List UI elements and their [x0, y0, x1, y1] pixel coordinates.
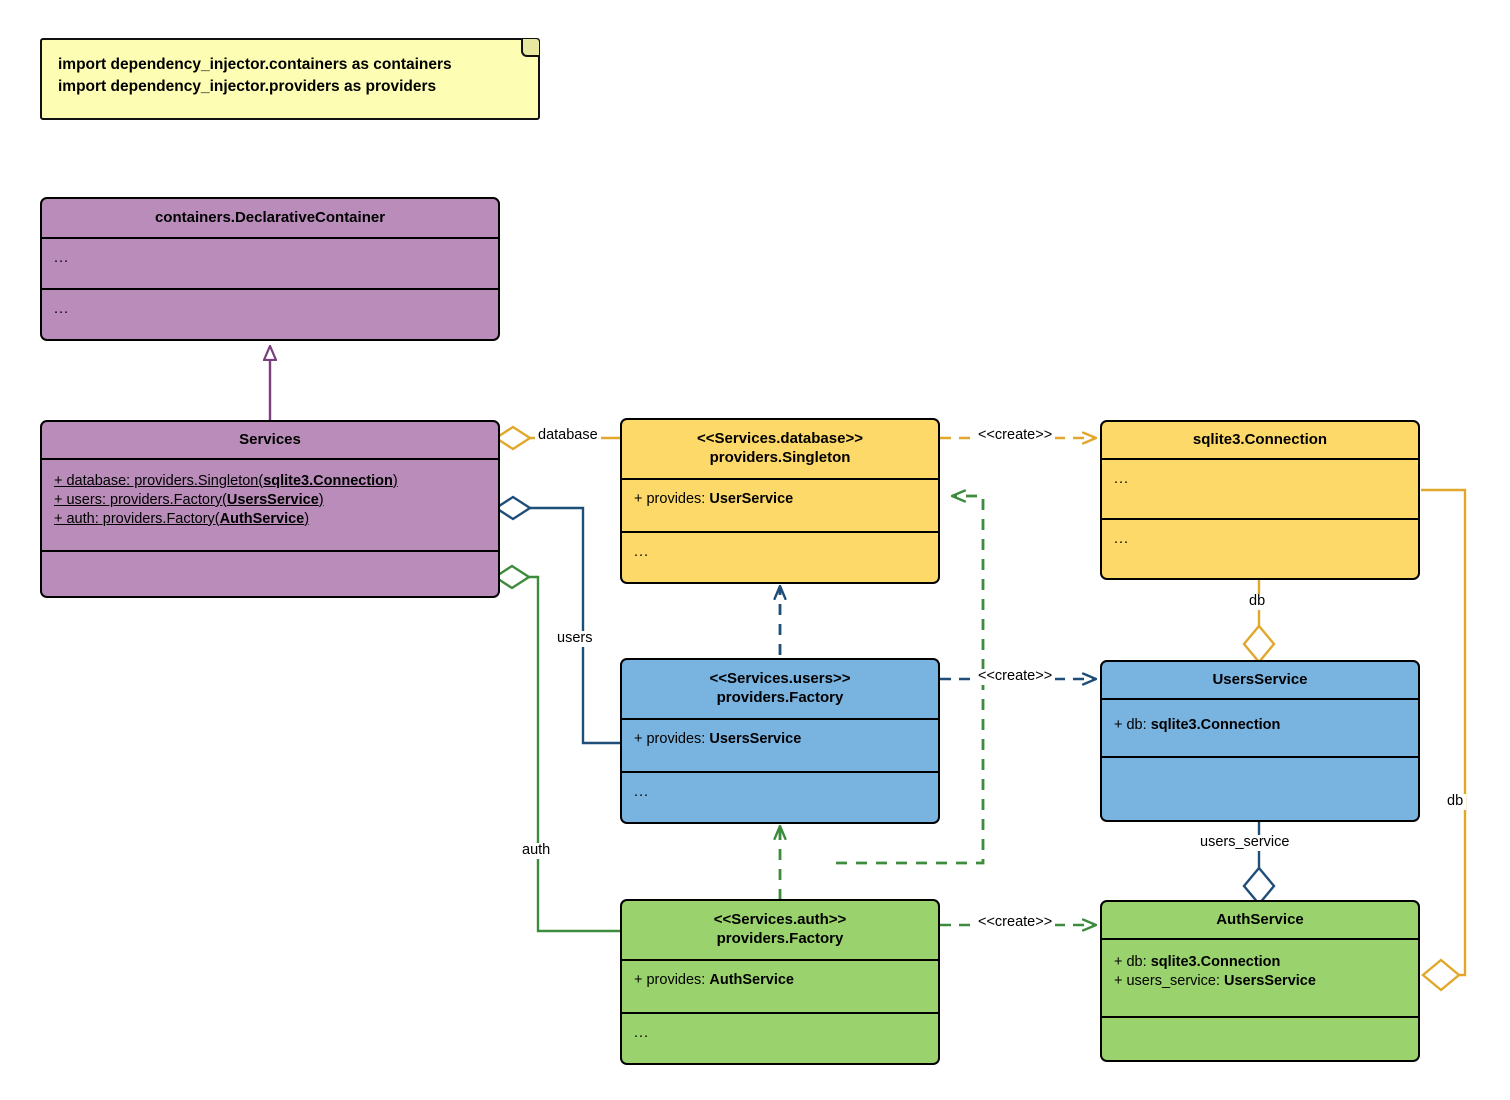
class-attributes-services-users: + provides: UsersService [622, 720, 938, 773]
note-line-2: import dependency_injector.providers as … [58, 78, 437, 96]
class-sqlite3-connection[interactable]: sqlite3.Connection ... ... [1100, 420, 1420, 580]
class-attributes-services-database: + provides: UserService [622, 480, 938, 533]
class-title-services-auth: <<Services.auth>> providers.Factory [622, 901, 938, 961]
class-attributes-users-service: + db: sqlite3.Connection [1102, 700, 1418, 758]
class-attributes-sqlite3-connection: ... [1102, 460, 1418, 520]
attribute-row: + users: providers.Factory(UsersService) [54, 491, 324, 508]
note-fold-icon [521, 39, 539, 57]
class-methods-users-service [1102, 758, 1418, 818]
stereotype-services-database: <<Services.database>> [697, 430, 863, 448]
attribute-row: + users_service: UsersService [1114, 972, 1316, 989]
class-methods-sqlite3-connection: ... [1114, 531, 1130, 547]
class-title-users-service: UsersService [1102, 662, 1418, 700]
class-auth-service[interactable]: AuthService + db: sqlite3.Connection + u… [1100, 900, 1420, 1062]
class-title-declarative-container: containers.DeclarativeContainer [42, 199, 498, 239]
class-methods-services-users: ... [634, 784, 650, 800]
class-declarative-container[interactable]: containers.DeclarativeContainer ... ... [40, 197, 500, 341]
class-methods-declarative-container: ... [54, 301, 70, 317]
attribute-row: + provides: UsersService [634, 731, 802, 747]
class-services-auth[interactable]: <<Services.auth>> providers.Factory + pr… [620, 899, 940, 1065]
edge-label-create-database: <<create>> [975, 427, 1056, 444]
edge-label-create-auth: <<create>> [975, 914, 1056, 931]
attribute-row: + db: sqlite3.Connection [1114, 954, 1281, 970]
class-title-services: Services [42, 422, 498, 460]
class-services-users[interactable]: <<Services.users>> providers.Factory + p… [620, 658, 940, 824]
class-services-database[interactable]: <<Services.database>> providers.Singleto… [620, 418, 940, 584]
class-services[interactable]: Services + database: providers.Singleton… [40, 420, 500, 598]
edge-label-database: database [535, 427, 601, 444]
attribute-row: + provides: AuthService [634, 972, 794, 988]
class-methods-services [42, 552, 498, 595]
import-note: import dependency_injector.containers as… [40, 38, 540, 120]
edge-aggregation-db-auth [1421, 488, 1467, 992]
class-attributes-services-auth: + provides: AuthService [622, 961, 938, 1014]
class-title-services-users: <<Services.users>> providers.Factory [622, 660, 938, 720]
class-attributes-auth-service: + db: sqlite3.Connection + users_service… [1102, 940, 1418, 1018]
class-methods-services-auth: ... [634, 1025, 650, 1041]
edge-label-users-service: users_service [1197, 834, 1293, 851]
attribute-row: + auth: providers.Factory(AuthService) [54, 510, 310, 527]
class-users-service[interactable]: UsersService + db: sqlite3.Connection [1100, 660, 1420, 822]
class-title-auth-service: AuthService [1102, 902, 1418, 940]
class-title-sqlite3-connection: sqlite3.Connection [1102, 422, 1418, 460]
edge-label-auth: auth [519, 842, 554, 859]
edge-aggregation-users [493, 495, 620, 745]
edge-label-users: users [554, 630, 596, 647]
class-title-services-database: <<Services.database>> providers.Singleto… [622, 420, 938, 480]
class-methods-auth-service [1102, 1018, 1418, 1058]
note-line-1: import dependency_injector.containers as… [58, 56, 452, 73]
edge-label-db-auth: db [1444, 793, 1467, 810]
edge-label-create-users: <<create>> [975, 668, 1056, 685]
attribute-row: + database: providers.Singleton(sqlite3.… [54, 473, 398, 489]
stereotype-services-users: <<Services.users>> [709, 670, 851, 688]
class-methods-services-database: ... [634, 544, 650, 560]
class-attributes-declarative-container: ... [42, 239, 498, 290]
attribute-row: + db: sqlite3.Connection [1114, 717, 1281, 733]
stereotype-services-auth: <<Services.auth>> [713, 911, 847, 929]
class-attributes-services: + database: providers.Singleton(sqlite3.… [42, 460, 498, 552]
edge-aggregation-auth [492, 564, 620, 933]
attribute-row: + provides: UserService [634, 491, 794, 507]
edge-label-db-users: db [1246, 593, 1269, 610]
